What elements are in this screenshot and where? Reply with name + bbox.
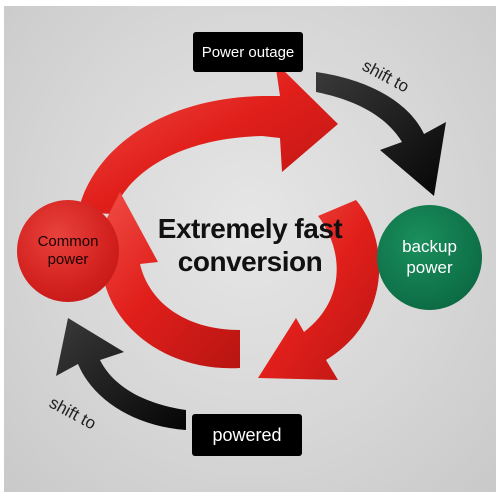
power-outage-box: Power outage: [193, 32, 303, 72]
powered-box: powered: [192, 414, 302, 456]
backup-power-circle: backup power: [377, 205, 482, 310]
center-title: Extremely fast conversion: [157, 213, 343, 278]
powered-label: powered: [212, 424, 282, 445]
power-outage-label: Power outage: [201, 43, 295, 61]
cycle-arrow-left: [80, 192, 240, 369]
backup-power-label: backup power: [402, 237, 457, 277]
black-arrow-bottom-left: [56, 318, 186, 430]
black-arrow-top-right: [316, 72, 446, 196]
common-power-circle: Common power: [17, 200, 119, 302]
cycle-arrow-right: [258, 200, 380, 380]
cycle-arrow-top: [78, 62, 338, 214]
common-power-label: Common power: [37, 233, 99, 268]
